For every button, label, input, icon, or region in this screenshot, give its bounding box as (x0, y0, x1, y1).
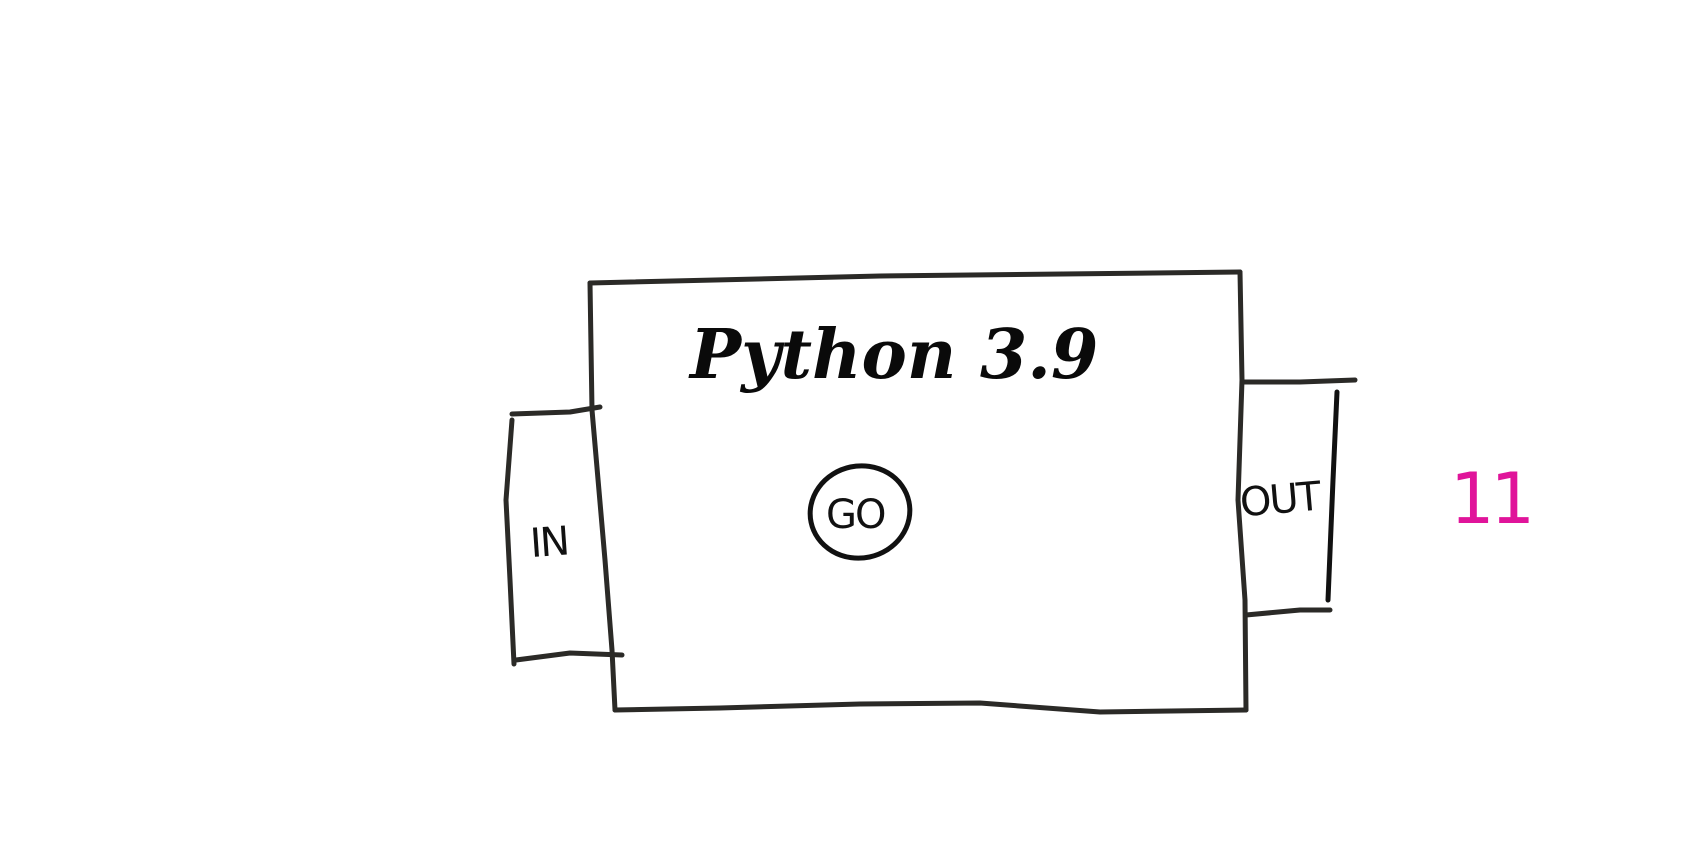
machine-title: Python 3.9 (688, 315, 1098, 395)
output-port: OUT (1238, 377, 1358, 618)
output-label: OUT (1238, 473, 1323, 526)
go-button[interactable]: GO (802, 457, 919, 568)
input-label: IN (529, 519, 570, 568)
machine-body (587, 269, 1249, 715)
input-port: IN (503, 404, 625, 667)
go-label: GO (826, 492, 885, 538)
output-value: 11 (1450, 458, 1531, 540)
